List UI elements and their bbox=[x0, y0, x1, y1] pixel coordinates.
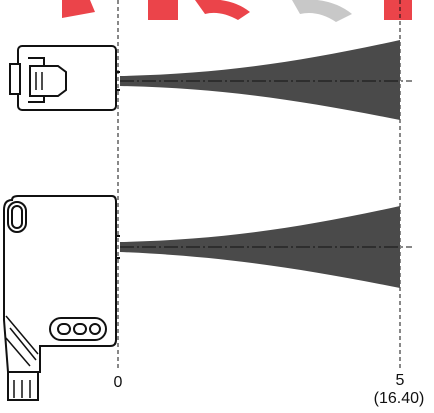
cylindrical-sensor bbox=[9, 45, 120, 111]
rectangular-sensor bbox=[3, 195, 120, 401]
beam-cone-top bbox=[120, 40, 400, 120]
watermark-logo bbox=[62, 0, 412, 22]
scale-end-label: 5 bbox=[395, 372, 405, 389]
scale-end-alt-label: (16.40) bbox=[373, 390, 425, 407]
scale-origin-label: 0 bbox=[113, 374, 123, 391]
